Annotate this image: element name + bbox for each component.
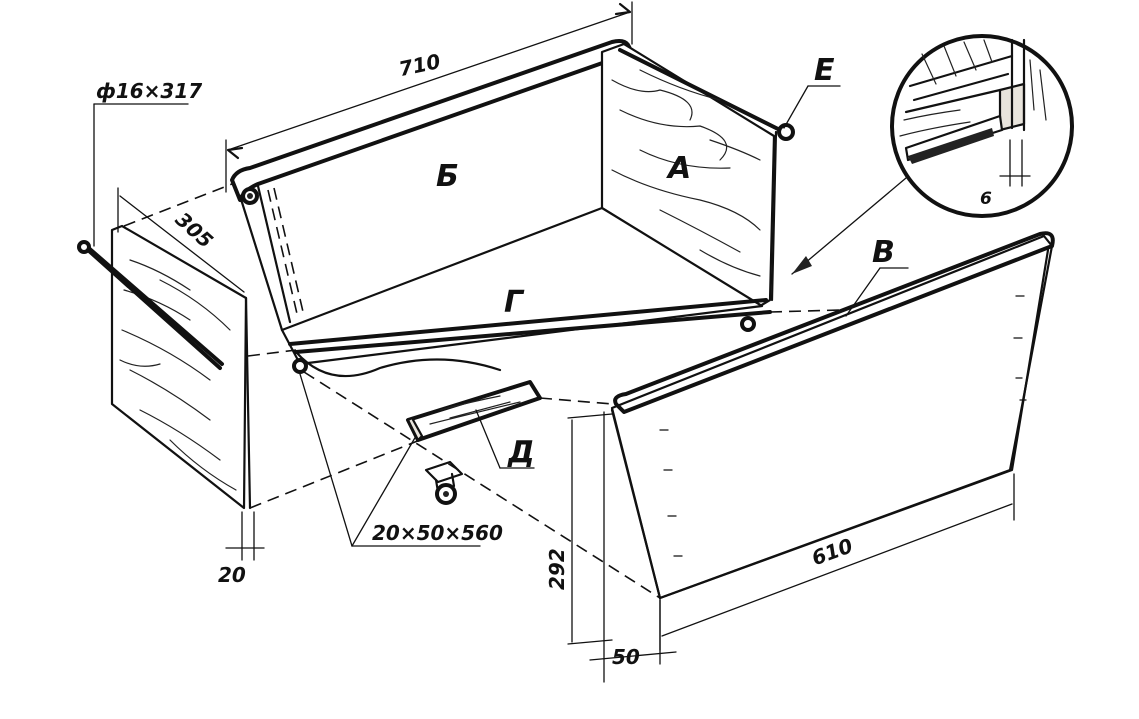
- label-e-leader: Е: [783, 53, 841, 129]
- bottom-panel-g: Г: [280, 206, 772, 378]
- label-e: Е: [814, 53, 835, 88]
- label-g: Г: [504, 285, 525, 320]
- label-d: Д: [507, 435, 535, 470]
- left-side-panel: 305: [77, 187, 252, 510]
- beam-d: Д: [406, 380, 542, 470]
- dim-710-label: 710: [397, 49, 443, 81]
- detail-callout: 6: [890, 34, 1074, 218]
- label-a: А: [666, 151, 691, 186]
- dim-20-label: 20: [218, 563, 246, 587]
- dim-beam-label: 20×50×560: [372, 521, 503, 545]
- dim-50-label: 50: [612, 645, 640, 669]
- front-panel-v: В: [610, 231, 1055, 600]
- dim-305-label: 305: [171, 207, 218, 253]
- dim-292-label: 292: [545, 548, 569, 590]
- dashed-guides: [123, 183, 841, 599]
- detail-arrow: [791, 177, 907, 275]
- dimension-50: 50: [589, 411, 677, 683]
- label-b: Б: [436, 159, 459, 194]
- dimension-292: 292: [545, 413, 613, 645]
- dim-6-label: 6: [980, 189, 992, 209]
- dim-rod-label: ф16×317: [96, 79, 202, 103]
- dimension-20: 20: [218, 511, 265, 587]
- label-v: В: [872, 235, 895, 270]
- rod-dimension-leader: ф16×317: [93, 79, 202, 247]
- back-panel-b: Б: [230, 39, 632, 332]
- beam-dimension-leader: 20×50×560: [299, 373, 503, 547]
